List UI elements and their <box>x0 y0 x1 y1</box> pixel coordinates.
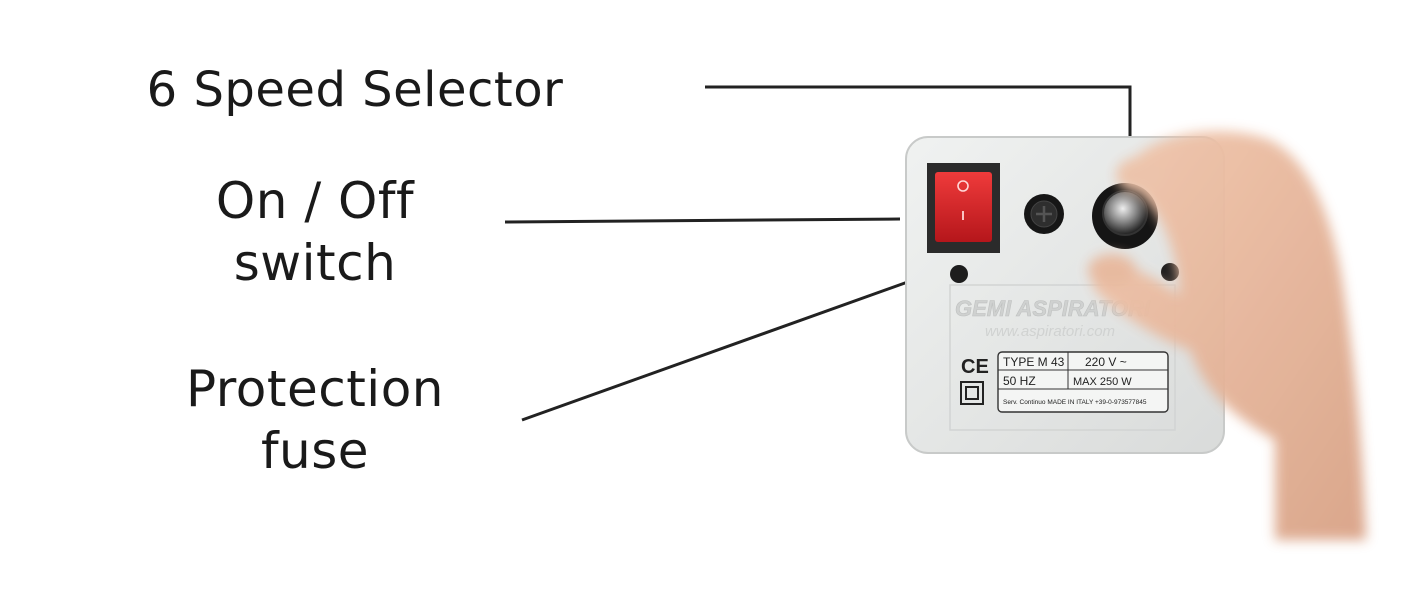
label-fuse-line2: fuse <box>260 422 370 480</box>
label-on-off-line2: switch <box>233 234 397 292</box>
speed-selector-knob <box>1092 183 1158 249</box>
label-fuse-line1: Protection <box>186 360 444 418</box>
label-on-off-switch: On / Off switch <box>150 170 480 294</box>
label-speed-selector-text: 6 Speed Selector <box>146 62 564 118</box>
rating-plate: TYPE M 43 220 V ~ 50 HZ MAX 250 W Serv. … <box>997 351 1169 413</box>
plate-frequency: 50 HZ <box>1003 374 1036 388</box>
plate-voltage: 220 V ~ <box>1085 355 1127 369</box>
leader-line-on-off-switch <box>504 217 901 224</box>
brand-website: www.aspiratori.com <box>985 323 1115 340</box>
plate-power: MAX 250 W <box>1073 376 1132 388</box>
label-protection-fuse: Protection fuse <box>150 358 480 482</box>
plate-type: TYPE M 43 <box>1003 355 1065 369</box>
ce-mark: CE <box>961 356 989 378</box>
hand-illustration <box>1088 131 1366 541</box>
plate-footer: Serv. Continuo MADE IN ITALY +39-0-97357… <box>1003 399 1147 406</box>
label-speed-selector: 6 Speed Selector <box>120 60 590 120</box>
protection-fuse-holder <box>1024 194 1064 234</box>
certification-marks: CE <box>960 356 989 405</box>
on-off-rocker-switch <box>927 163 1000 253</box>
mounting-holes <box>950 263 1179 283</box>
label-on-off-line1: On / Off <box>215 172 415 230</box>
leader-line-speed-selector <box>705 85 1132 137</box>
